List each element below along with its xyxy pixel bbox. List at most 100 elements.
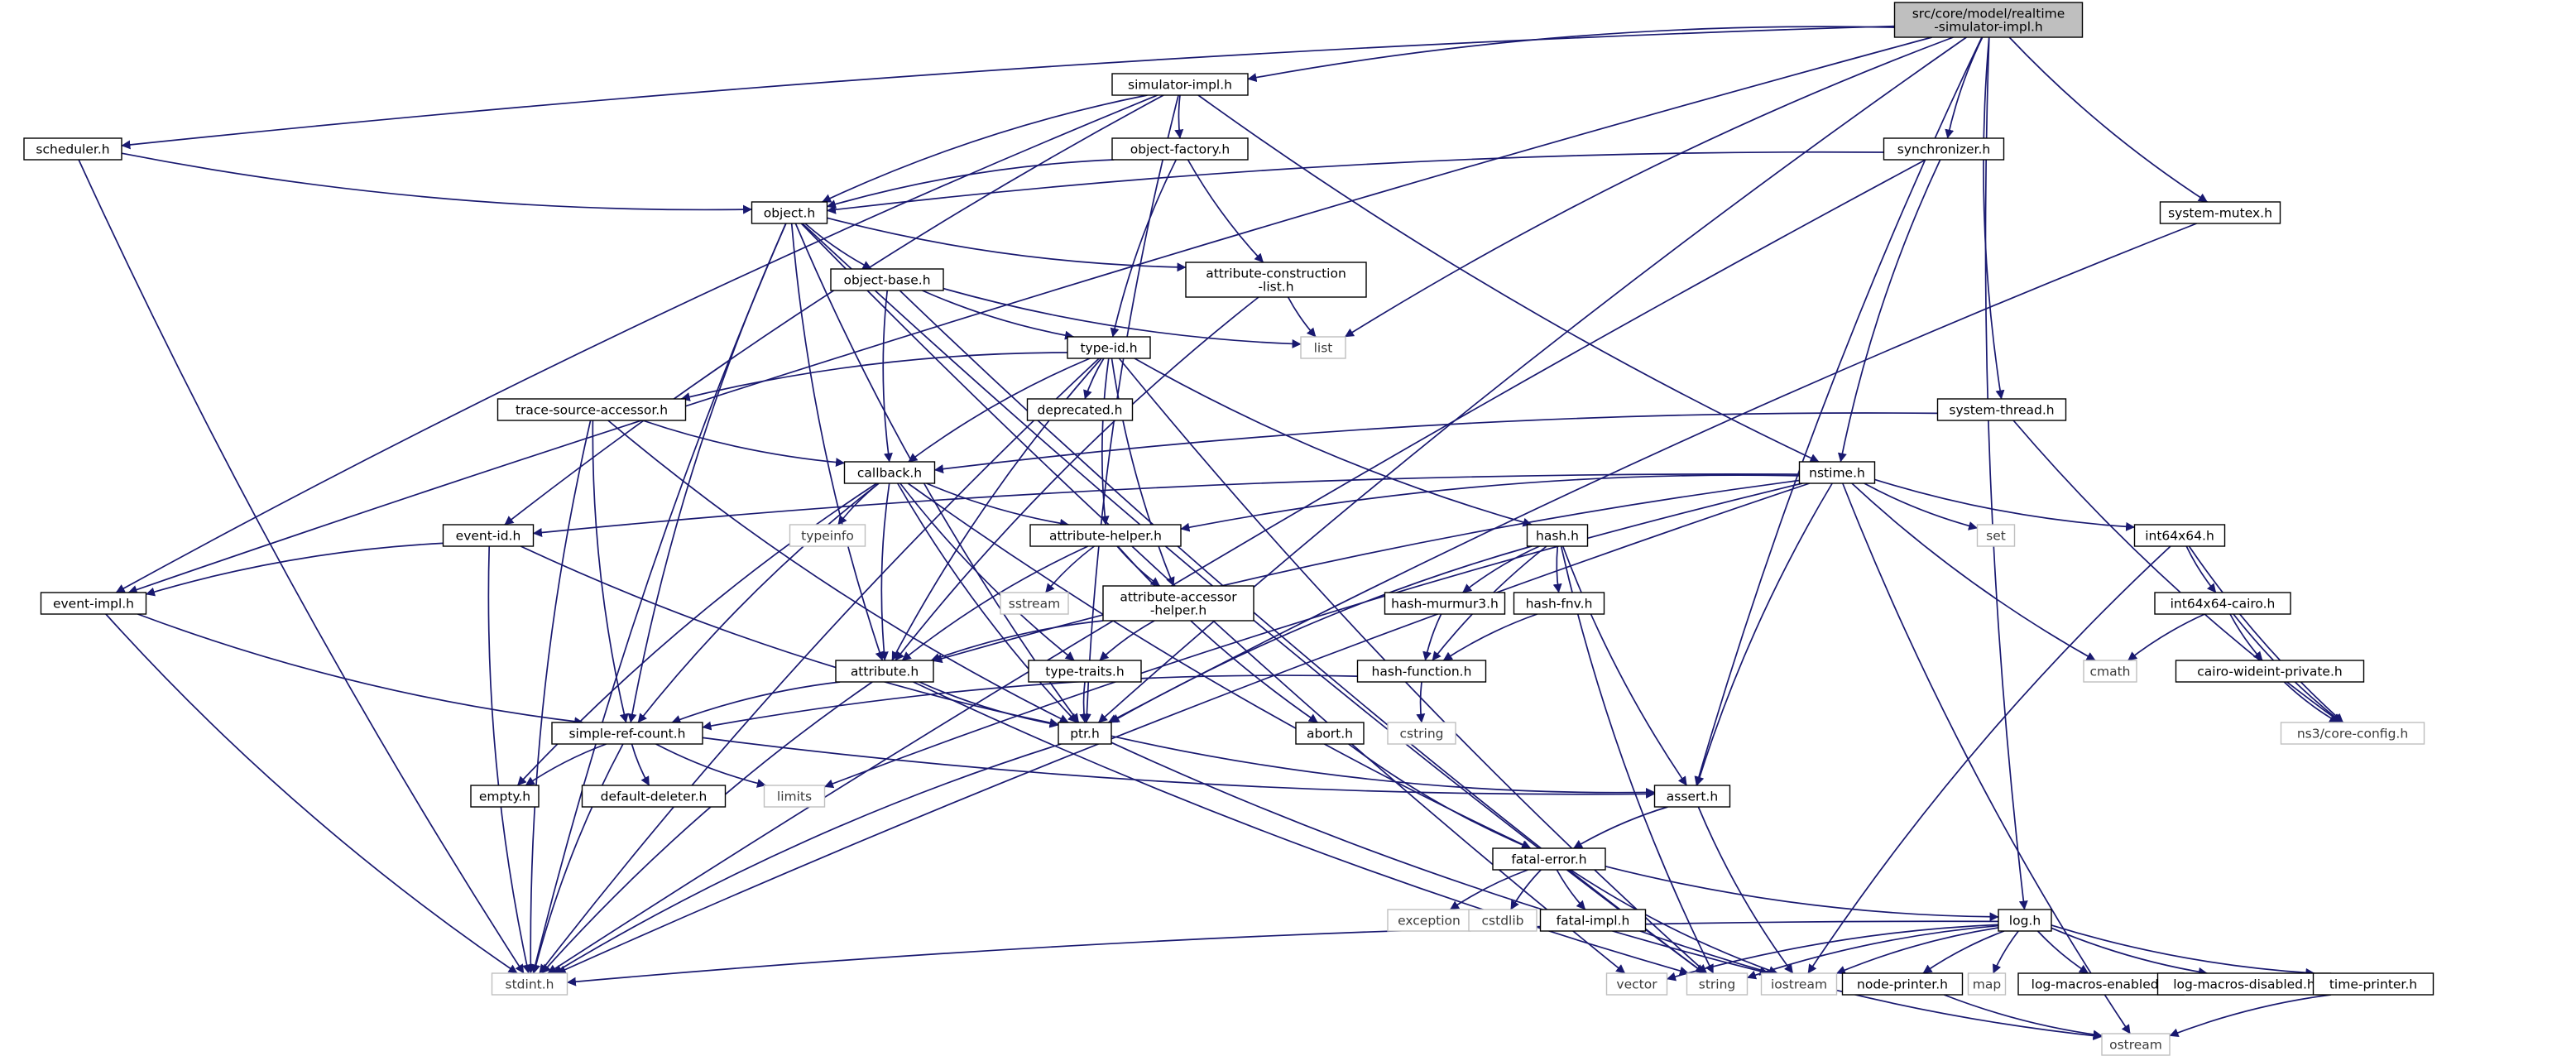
node-object-base-h[interactable]: object-base.h — [830, 268, 944, 291]
edge-system-mutex-h-to-ptr-h — [1107, 223, 2197, 723]
node-int64x64-h[interactable]: int64x64.h — [2133, 524, 2226, 547]
node-box — [1526, 524, 1589, 547]
edge-simulator-impl-h-to-event-impl-h — [115, 94, 1158, 593]
edge-fatal-error-h-to-log-h — [1605, 865, 1999, 922]
node-typeinfo[interactable]: typeinfo — [789, 524, 866, 547]
edge-callback-h-to-simple-ref-count-h — [637, 482, 880, 723]
node-object-h[interactable]: object.h — [751, 201, 828, 224]
node-label: empty.h — [479, 790, 530, 804]
node-map[interactable]: map — [1967, 972, 2007, 996]
node-box — [2017, 972, 2185, 996]
node-trace-source-accessor-h[interactable]: trace-source-accessor.h — [496, 398, 687, 421]
node-log-h[interactable]: log.h — [1998, 909, 2052, 932]
node-callback-h[interactable]: callback.h — [843, 461, 936, 484]
node-deprecated-h[interactable]: deprecated.h — [1026, 398, 1134, 421]
edge-attribute-h-to-stdint-h — [541, 681, 873, 974]
node-limits[interactable]: limits — [763, 785, 826, 808]
edge-attribute-helper-h-to-attribute-h — [901, 545, 1089, 661]
node-attribute-accessor-helper-h[interactable]: attribute-accessor-helper.h — [1102, 585, 1254, 622]
node-list[interactable]: list — [1300, 336, 1346, 359]
node-label: object-factory.h — [1130, 142, 1230, 157]
node-system-mutex-h[interactable]: system-mutex.h — [2159, 201, 2281, 224]
node-log-macros-disabled-h[interactable]: log-macros-disabled.h — [2156, 972, 2332, 996]
edge-attribute-h-to-simple-ref-count-h — [671, 681, 841, 724]
node-label: system-thread.h — [1949, 403, 2054, 418]
edge-object-factory-h-to-attribute-construction-list-h — [1187, 159, 1264, 263]
node-hash-h[interactable]: hash.h — [1526, 524, 1589, 547]
node-label: attribute-accessor — [1120, 590, 1237, 605]
node-hash-fnv-h[interactable]: hash-fnv.h — [1513, 592, 1605, 615]
edge-hash-h-to-ptr-h — [1110, 545, 1533, 723]
node-box — [1387, 722, 1456, 745]
node-cmath[interactable]: cmath — [2083, 660, 2137, 683]
edge-object-h-to-object-base-h — [804, 223, 872, 270]
node-node-printer-h[interactable]: node-printer.h — [1841, 972, 1964, 996]
node-fatal-error-h[interactable]: fatal-error.h — [1492, 847, 1606, 871]
edge-object-factory-h-to-type-id-h — [1110, 159, 1178, 338]
node-sstream[interactable]: sstream — [1000, 592, 1069, 615]
node-attribute-helper-h[interactable]: attribute-helper.h — [1029, 524, 1182, 547]
node-type-traits-h[interactable]: type-traits.h — [1028, 660, 1142, 683]
node-box — [1000, 592, 1069, 615]
node-iostream[interactable]: iostream — [1760, 972, 1838, 996]
node-label: log-macros-enabled.h — [2032, 977, 2171, 992]
node-object-factory-h[interactable]: object-factory.h — [1111, 137, 1249, 161]
node-box — [2101, 1033, 2171, 1056]
node-type-id-h[interactable]: type-id.h — [1067, 336, 1151, 359]
node-event-impl-h[interactable]: event-impl.h — [40, 592, 147, 615]
node-abort-h[interactable]: abort.h — [1295, 722, 1365, 745]
node-string[interactable]: string — [1686, 972, 1749, 996]
node-attribute-h[interactable]: attribute.h — [835, 660, 934, 683]
edge-event-impl-h-to-simple-ref-count-h — [137, 613, 584, 727]
node-assert-h[interactable]: assert.h — [1653, 785, 1731, 808]
edge-int64x64-cairo-h-to-cairo-wideint-private-h — [2229, 613, 2263, 661]
edge-int64x64-h-to-ns3-core-config-h — [2188, 545, 2344, 723]
edge-nstime-h-to-set — [1864, 482, 1979, 530]
node-label: hash-fnv.h — [1526, 597, 1593, 612]
node-label: fatal-impl.h — [1557, 914, 1630, 929]
node-ns3-core-config-h[interactable]: ns3/core-config.h — [2280, 722, 2425, 745]
node-simple-ref-count-h[interactable]: simple-ref-count.h — [551, 722, 703, 745]
node-box — [1492, 847, 1606, 871]
node-set[interactable]: set — [1976, 524, 2016, 547]
node-box — [1185, 262, 1367, 298]
node-empty-h[interactable]: empty.h — [470, 785, 540, 808]
edge-synchronizer-h-to-nstime-h — [1837, 159, 1941, 463]
node-log-macros-enabled-h[interactable]: log-macros-enabled.h — [2017, 972, 2185, 996]
node-vector[interactable]: vector — [1605, 972, 1668, 996]
edge-hash-h-to-assert-h — [1561, 545, 1688, 786]
node-root[interactable]: src/core/model/realtime-simulator-impl.h — [1893, 2, 2084, 38]
edge-root-to-scheduler-h — [121, 25, 1895, 150]
node-simulator-impl-h[interactable]: simulator-impl.h — [1111, 73, 1249, 96]
node-event-id-h[interactable]: event-id.h — [442, 524, 535, 547]
edge-int64x64-h-to-int64x64-cairo-h — [2185, 545, 2217, 593]
node-box — [1387, 909, 1471, 932]
node-box — [835, 660, 934, 683]
node-time-printer-h[interactable]: time-printer.h — [2312, 972, 2434, 996]
node-stdint-h[interactable]: stdint.h — [491, 972, 568, 996]
node-default-deleter-h[interactable]: default-deleter.h — [581, 785, 727, 808]
node-exception[interactable]: exception — [1387, 909, 1471, 932]
node-ostream[interactable]: ostream — [2101, 1033, 2171, 1056]
node-cstdlib[interactable]: cstdlib — [1468, 909, 1537, 932]
edge-assert-h-to-iostream — [1697, 806, 1794, 974]
edge-root-to-simulator-impl-h — [1247, 26, 1895, 83]
edge-int64x64-cairo-h-to-cmath — [2127, 613, 2205, 661]
node-hash-murmur3-h[interactable]: hash-murmur3.h — [1384, 592, 1506, 615]
node-label: ostream — [2109, 1038, 2162, 1053]
node-nstime-h[interactable]: nstime.h — [1798, 461, 1876, 484]
node-hash-function-h[interactable]: hash-function.h — [1356, 660, 1487, 683]
node-cstring[interactable]: cstring — [1387, 722, 1456, 745]
node-scheduler-h[interactable]: scheduler.h — [23, 137, 122, 161]
node-label: int64x64-cairo.h — [2171, 597, 2276, 612]
node-cairo-wideint-private-h[interactable]: cairo-wideint-private.h — [2175, 660, 2365, 683]
node-attribute-construction-list-h[interactable]: attribute-construction-list.h — [1185, 262, 1367, 298]
node-ptr-h[interactable]: ptr.h — [1058, 722, 1112, 745]
node-system-thread-h[interactable]: system-thread.h — [1936, 398, 2067, 421]
edge-simulator-impl-h-to-object-h — [822, 94, 1148, 203]
node-label: stdint.h — [506, 977, 554, 992]
node-box — [1468, 909, 1537, 932]
node-int64x64-cairo-h[interactable]: int64x64-cairo.h — [2154, 592, 2291, 615]
node-synchronizer-h[interactable]: synchronizer.h — [1883, 137, 2005, 161]
node-fatal-impl-h[interactable]: fatal-impl.h — [1539, 909, 1647, 932]
